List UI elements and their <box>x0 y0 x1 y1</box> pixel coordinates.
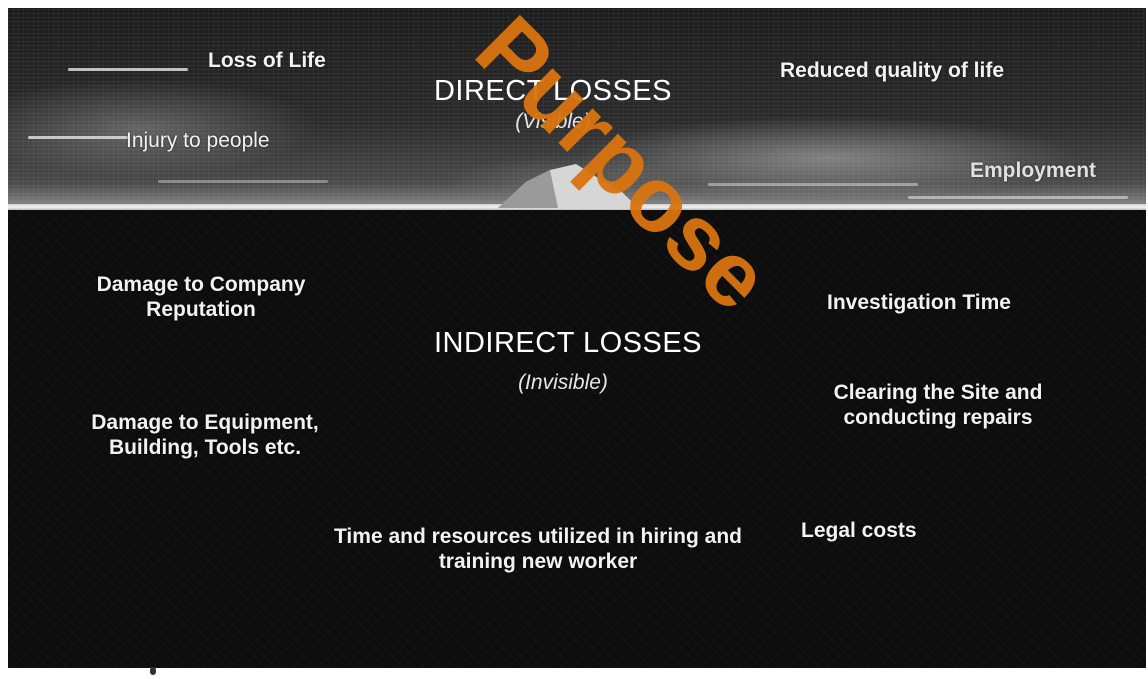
wave-streak <box>68 68 188 71</box>
iceberg-diagram: DIRECT LOSSES (Visible) Loss of Life Red… <box>8 8 1146 668</box>
indirect-losses-heading: INDIRECT LOSSES <box>433 327 703 359</box>
invisible-underwater-band <box>8 210 1146 668</box>
iceberg-tip <box>498 164 638 208</box>
direct-losses-subheading: (Visible) <box>515 110 591 133</box>
scan-speck <box>150 667 156 675</box>
direct-item-employment: Employment <box>970 159 1097 182</box>
indirect-losses-subheading: (Invisible) <box>518 371 608 394</box>
direct-item-reduced-quality-of-life: Reduced quality of life <box>780 59 1005 82</box>
direct-item-loss-of-life: Loss of Life <box>208 49 326 72</box>
indirect-item-investigation-time: Investigation Time <box>827 291 1011 314</box>
visible-surface-band <box>8 8 1146 214</box>
wave-streak <box>28 136 128 139</box>
indirect-item-clearing-site: Clearing the Site and conducting repairs <box>833 381 1043 429</box>
wave-streak <box>908 196 1128 199</box>
wave-streak <box>708 183 918 186</box>
indirect-item-legal-costs: Legal costs <box>801 519 917 542</box>
indirect-item-company-reputation: Damage to Company Reputation <box>96 273 306 321</box>
indirect-item-hiring-training: Time and resources utilized in hiring an… <box>333 525 743 573</box>
direct-item-injury-to-people: Injury to people <box>126 129 270 152</box>
direct-losses-heading: DIRECT LOSSES <box>433 75 673 107</box>
indirect-item-equipment-damage: Damage to Equipment, Building, Tools etc… <box>91 411 319 459</box>
wave-streak <box>158 180 328 183</box>
